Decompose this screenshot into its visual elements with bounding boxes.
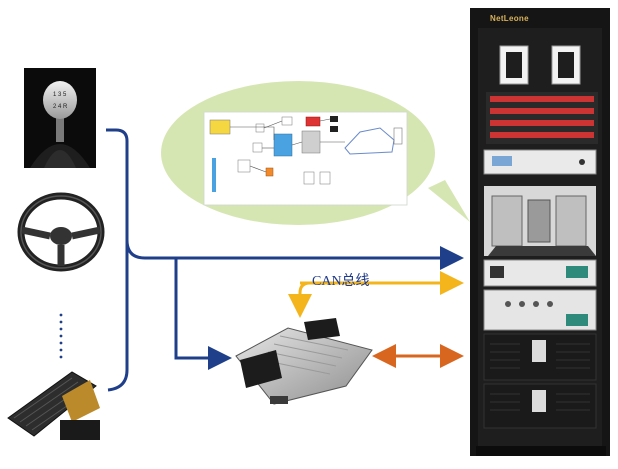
simulink-model-bubble bbox=[161, 81, 470, 225]
ecu-controller-icon bbox=[235, 318, 373, 405]
pedal-icon bbox=[7, 371, 100, 440]
hil-test-cabinet bbox=[470, 8, 610, 456]
can-bus-label: CAN总线 bbox=[312, 274, 370, 289]
gear-shifter-icon: 1 3 5 2 4 R bbox=[24, 68, 96, 168]
can-bus-lines bbox=[288, 271, 464, 318]
svg-text:1 3 5: 1 3 5 bbox=[53, 92, 67, 98]
steering-wheel-icon bbox=[17, 192, 105, 272]
cabinet-brand-label: NetLeone bbox=[490, 14, 529, 23]
more-inputs-indicator bbox=[59, 313, 63, 359]
svg-text:2 4 R: 2 4 R bbox=[53, 104, 68, 110]
signal-lines bbox=[106, 128, 464, 392]
